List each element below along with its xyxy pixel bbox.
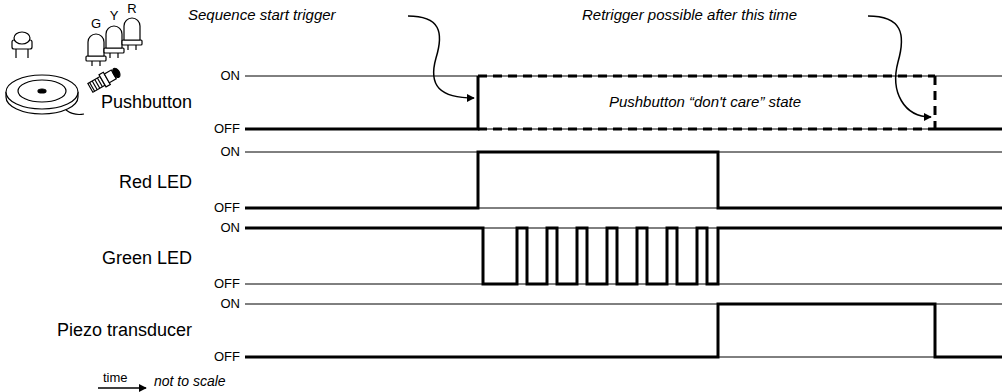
reference-lines — [245, 76, 1002, 357]
axis-label: time — [103, 371, 128, 386]
signal-name: Red LED — [119, 172, 192, 193]
state-label: OFF — [214, 122, 240, 137]
state-label: OFF — [214, 201, 240, 216]
green-led-trace — [245, 228, 1002, 284]
callout-arrow — [868, 16, 931, 117]
time-arrow — [98, 387, 146, 389]
pushbutton-trace — [935, 128, 1002, 131]
annotation: not to scale — [154, 373, 226, 389]
annotation: Pushbutton “don't care” state — [609, 93, 801, 110]
state-label: ON — [221, 221, 241, 236]
annotation: Sequence start trigger — [188, 6, 336, 23]
led-letter: G — [91, 17, 101, 32]
pushbutton-trace — [245, 76, 478, 129]
led-letter: Y — [110, 9, 119, 24]
led-letter: R — [127, 2, 136, 17]
callout-arrow — [408, 16, 474, 98]
signal-name: Green LED — [102, 248, 192, 269]
red-led-trace — [245, 152, 1002, 208]
state-label: OFF — [214, 277, 240, 292]
state-label: ON — [221, 297, 241, 312]
signal-name: Piezo transducer — [57, 320, 192, 341]
state-label: ON — [221, 69, 241, 84]
state-label: OFF — [214, 350, 240, 365]
signal-name: Pushbutton — [101, 92, 192, 113]
dont-care-dashes — [478, 76, 935, 129]
annotation: Retrigger possible after this time — [582, 6, 797, 23]
state-label: ON — [221, 145, 241, 160]
piezo-trace — [245, 304, 1002, 357]
